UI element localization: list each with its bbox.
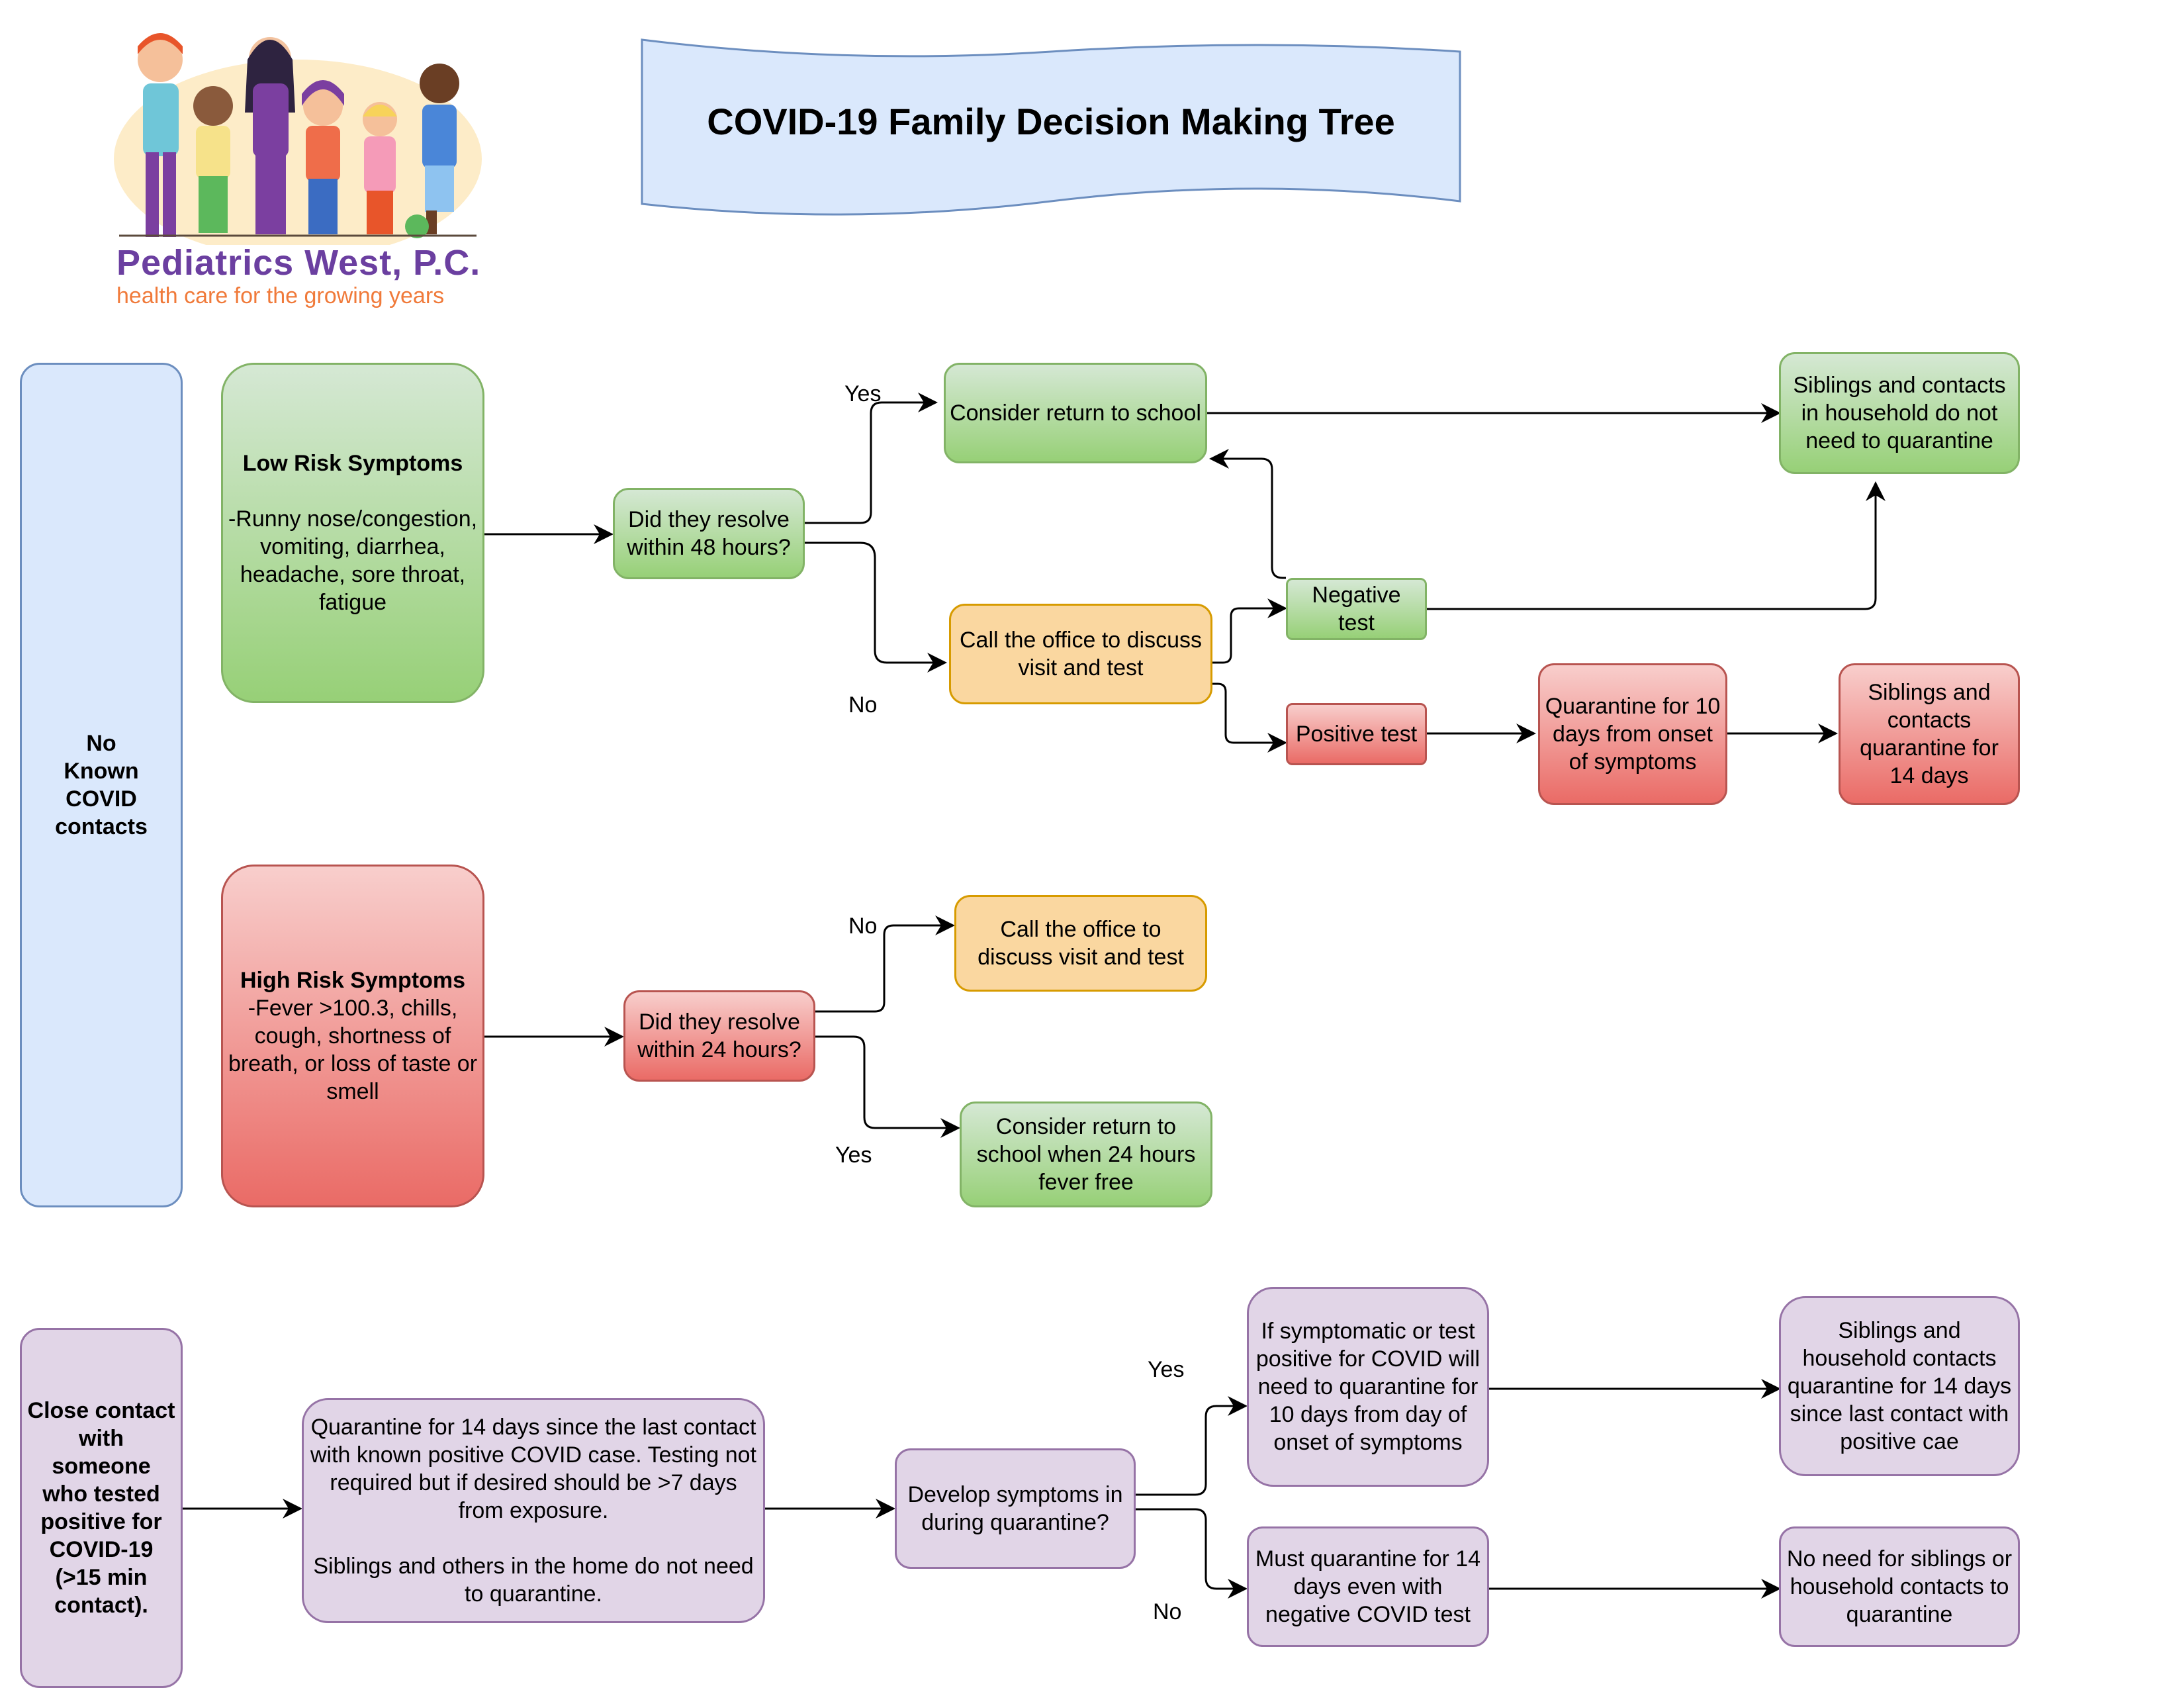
high-risk-heading: High Risk Symptoms bbox=[240, 968, 466, 993]
siblings-quarantine-14-box: Siblings and contacts quarantine for 14 … bbox=[1839, 663, 2020, 805]
edge-q24-yes bbox=[814, 1035, 960, 1138]
page-title: COVID-19 Family Decision Making Tree bbox=[707, 100, 1395, 142]
pediatrics-west-logo: Pediatrics West, P.C. health care for th… bbox=[106, 20, 503, 311]
edge-call-positive bbox=[1212, 682, 1287, 753]
edge-question-no bbox=[1134, 1508, 1248, 1599]
low-risk-body: -Runny nose/congestion, vomiting, diarrh… bbox=[228, 506, 478, 615]
label-no-symptoms: No bbox=[1153, 1599, 1182, 1624]
label-no-24: No bbox=[848, 914, 878, 939]
return-school-fever-free-box: Consider return to school when 24 hours … bbox=[960, 1102, 1212, 1207]
label-yes-48: Yes bbox=[844, 381, 882, 406]
call-office-box-low: Call the office to discuss visit and tes… bbox=[949, 604, 1212, 704]
edge-q24-no bbox=[814, 915, 955, 1013]
siblings-household-quarantine-box: Siblings and household contacts quaranti… bbox=[1779, 1296, 2020, 1476]
edge-q48-yes bbox=[803, 393, 938, 524]
label-no-48: No bbox=[848, 692, 878, 718]
edge-call-negative bbox=[1212, 598, 1287, 664]
section-no-known-contacts: No Known COVID contacts bbox=[20, 363, 183, 1207]
positive-test-box: Positive test bbox=[1286, 703, 1427, 765]
contact-siblings-text: Siblings and others in the home do not n… bbox=[313, 1554, 754, 1607]
negative-test-box: Negative test bbox=[1286, 578, 1427, 640]
contact-quarantine-text: Quarantine for 14 days since the last co… bbox=[310, 1415, 757, 1523]
high-risk-symptoms-box: High Risk Symptoms -Fever >100.3, chills… bbox=[221, 865, 484, 1207]
edge-negative-return bbox=[1209, 449, 1286, 579]
section-close-contact: Close contact with someone who tested po… bbox=[20, 1328, 183, 1688]
must-quarantine-14-box: Must quarantine for 14 days even with ne… bbox=[1247, 1526, 1489, 1647]
develop-symptoms-question: Develop symptoms in during quarantine? bbox=[895, 1448, 1136, 1569]
logo-tagline: health care for the growing years bbox=[116, 283, 445, 308]
no-need-siblings-box: No need for siblings or household contac… bbox=[1779, 1526, 2020, 1647]
wave-banner-shape bbox=[641, 38, 1461, 216]
call-office-box-high: Call the office to discuss visit and tes… bbox=[954, 895, 1207, 992]
quarantine-14-days-contact-box: Quarantine for 14 days since the last co… bbox=[302, 1398, 765, 1623]
symptomatic-quarantine-10-box: If symptomatic or test positive for COVI… bbox=[1247, 1287, 1489, 1487]
low-risk-symptoms-box: Low Risk Symptoms -Runny nose/congestion… bbox=[221, 363, 484, 703]
edge-question-yes bbox=[1134, 1396, 1248, 1496]
children-illustration-icon bbox=[114, 33, 482, 245]
logo-name: Pediatrics West, P.C. bbox=[116, 243, 481, 283]
edge-q48-no bbox=[803, 541, 947, 673]
resolve-24-question: Did they resolve within 24 hours? bbox=[623, 990, 815, 1082]
low-risk-heading: Low Risk Symptoms bbox=[242, 451, 463, 476]
high-risk-body: -Fever >100.3, chills, cough, shortness … bbox=[228, 996, 478, 1104]
label-yes-24: Yes bbox=[835, 1143, 872, 1168]
consider-return-school-box: Consider return to school bbox=[944, 363, 1207, 463]
siblings-no-quarantine-box: Siblings and contacts in household do no… bbox=[1779, 352, 2020, 474]
edge-negative-siblings bbox=[1427, 481, 1886, 610]
quarantine-10-days-box: Quarantine for 10 days from onset of sym… bbox=[1538, 663, 1727, 805]
title-banner: COVID-19 Family Decision Making Tree bbox=[641, 38, 1461, 224]
resolve-48-question: Did they resolve within 48 hours? bbox=[613, 488, 805, 579]
label-yes-symptoms: Yes bbox=[1148, 1357, 1185, 1382]
